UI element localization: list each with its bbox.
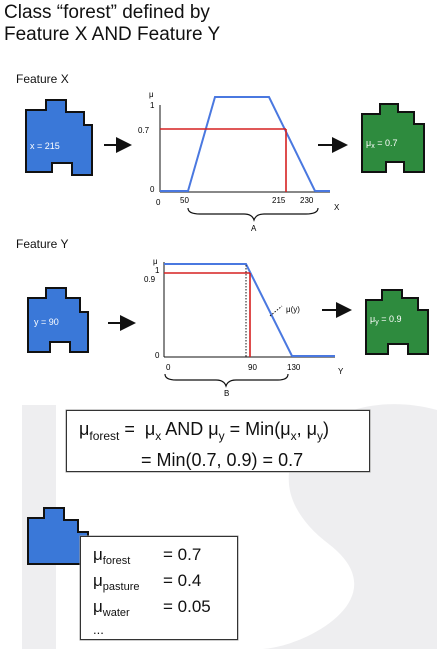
y-input-value: y = 90 bbox=[34, 317, 59, 327]
x-membership-curve bbox=[160, 96, 330, 192]
x-chart-tick-50: 50 bbox=[180, 196, 189, 205]
y-chart-tick-130: 130 bbox=[287, 363, 301, 372]
x-output-value: μx = 0.7 bbox=[366, 138, 397, 150]
x-range-label: A bbox=[251, 224, 257, 233]
membership-pasture: μpasture= 0.4 bbox=[93, 571, 202, 593]
membership-more: ... bbox=[93, 622, 104, 637]
y-chart-y-level: 0.9 bbox=[144, 275, 156, 284]
y-curve-label: μ(y) bbox=[286, 305, 300, 314]
x-input-value: x = 215 bbox=[30, 141, 60, 151]
y-chart-mu-symbol: μ bbox=[153, 257, 158, 266]
y-range-brace bbox=[164, 373, 289, 388]
x-chart-tick-215: 215 bbox=[272, 196, 286, 205]
x-range-brace bbox=[187, 207, 319, 222]
membership-forest: μforest= 0.7 bbox=[93, 545, 202, 567]
membership-water: μwater= 0.05 bbox=[93, 597, 211, 619]
x-chart-y-one: 1 bbox=[150, 101, 155, 110]
formula-line-1: μforest = μx AND μy = Min(μx, μy) bbox=[79, 419, 329, 443]
y-output-value: μy = 0.9 bbox=[370, 314, 401, 326]
y-membership-curve bbox=[164, 263, 335, 357]
formula-line-2: = Min(0.7, 0.9) = 0.7 bbox=[141, 450, 304, 470]
pixel-blob-x-input bbox=[25, 99, 93, 176]
y-chart-y-one: 1 bbox=[155, 266, 160, 275]
x-chart-y-zero: 0 bbox=[150, 185, 155, 194]
y-chart-y-zero: 0 bbox=[155, 351, 160, 360]
y-curve-label-leader bbox=[269, 305, 283, 317]
x-chart-x-zero: 0 bbox=[156, 198, 161, 207]
feature-x-label: Feature X bbox=[16, 72, 69, 86]
x-chart-mu-symbol: μ bbox=[149, 90, 154, 99]
pixel-blob-x-output bbox=[361, 103, 425, 173]
x-chart-tick-230: 230 bbox=[300, 196, 314, 205]
diagram-title: Class “forest” defined by Feature X AND … bbox=[4, 2, 221, 45]
x-chart-y-level: 0.7 bbox=[138, 126, 150, 135]
x-chart-axis-name: X bbox=[334, 203, 340, 212]
y-chart-axis-name: Y bbox=[338, 367, 344, 376]
y-range-label: B bbox=[224, 389, 229, 398]
formula-box: μforest = μx AND μy = Min(μx, μy) = Min(… bbox=[66, 410, 370, 472]
pixel-blob-y-input bbox=[27, 287, 89, 353]
memberships-box: μforest= 0.7 μpasture= 0.4 μwater= 0.05 … bbox=[80, 536, 238, 640]
feature-y-label: Feature Y bbox=[16, 237, 69, 251]
y-chart-x-zero: 0 bbox=[166, 363, 171, 372]
y-chart-tick-90: 90 bbox=[248, 363, 257, 372]
pixel-blob-result bbox=[27, 507, 89, 565]
pixel-blob-y-output bbox=[365, 289, 429, 355]
